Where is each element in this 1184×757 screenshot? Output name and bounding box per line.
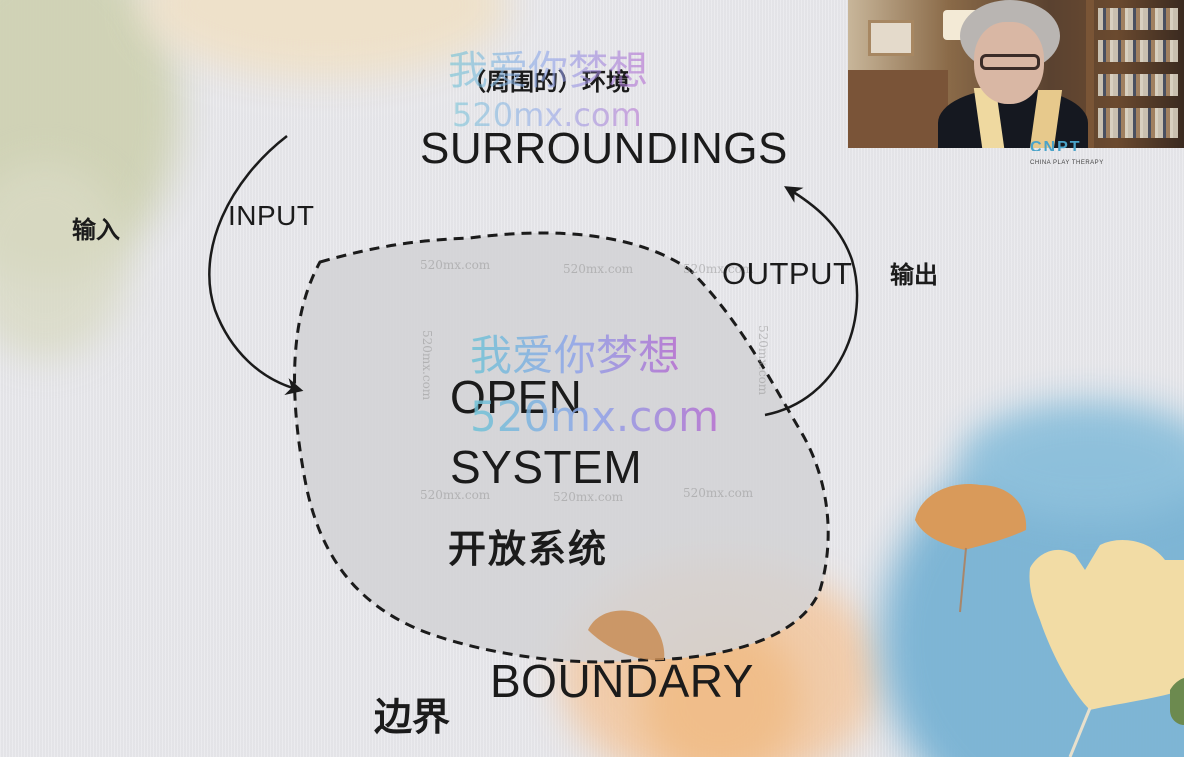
webcam-bookshelf: [1086, 0, 1094, 148]
open-system-blob: [293, 231, 830, 664]
presenter-face: [974, 22, 1044, 104]
webcam-picture-frame: [868, 20, 914, 56]
cnpt-logo-subtitle: CHINA PLAY THERAPY: [1030, 160, 1104, 166]
input-label: INPUT: [228, 200, 315, 231]
watermark-small: 520mx.com: [683, 262, 754, 276]
ginkgo-leaf-bottom: [588, 610, 665, 661]
watermark-small: 520mx.com: [683, 486, 754, 500]
boundary-zh-label: 边界: [374, 694, 451, 739]
watermark-small: 520mx.com: [563, 262, 634, 276]
watermark-title-center: 我爱你梦想: [470, 322, 680, 383]
output-zh-label: 输出: [890, 260, 938, 289]
cnpt-logo: CNPT: [1030, 141, 1082, 151]
watermark-small-vertical: 520mx.com: [420, 330, 434, 401]
green-leaf-edge: [1170, 678, 1184, 725]
input-zh-label: 输入: [72, 215, 120, 244]
watermark-small: 520mx.com: [420, 488, 491, 502]
output-label: OUTPUT: [722, 256, 853, 291]
open-system-line2: SYSTEM: [450, 441, 643, 493]
watercolor-wash-green-lower: [0, 160, 130, 360]
presenter-glasses: [980, 54, 1040, 70]
surroundings-label: SURROUNDINGS: [420, 124, 788, 173]
ginkgo-leaf-large: [1029, 540, 1184, 757]
boundary-label: BOUNDARY: [490, 655, 754, 707]
watermark-small: 520mx.com: [553, 490, 624, 504]
webcam-books: [1098, 40, 1178, 62]
webcam-books: [1098, 8, 1178, 30]
open-system-zh-label: 开放系统: [448, 526, 609, 571]
output-arrow: [764, 186, 859, 417]
watermark-url-center: 520mx.com: [470, 392, 719, 441]
input-arrow: [208, 135, 304, 396]
watermark-title-top: 我爱你梦想: [448, 38, 648, 96]
watermark-url-top: 520mx.com: [452, 96, 642, 134]
webcam-books: [1098, 74, 1178, 96]
presenter-webcam-video[interactable]: [848, 0, 1184, 148]
watermark-small-vertical: 520mx.com: [756, 325, 770, 396]
open-system-line1: OPEN: [450, 370, 582, 424]
webcam-desk: [848, 70, 948, 148]
webcam-books: [1098, 108, 1178, 138]
surroundings-zh-label: （周围的）环境: [462, 62, 630, 97]
watermark-small: 520mx.com: [420, 258, 491, 272]
ginkgo-leaf-small: [915, 484, 1027, 613]
